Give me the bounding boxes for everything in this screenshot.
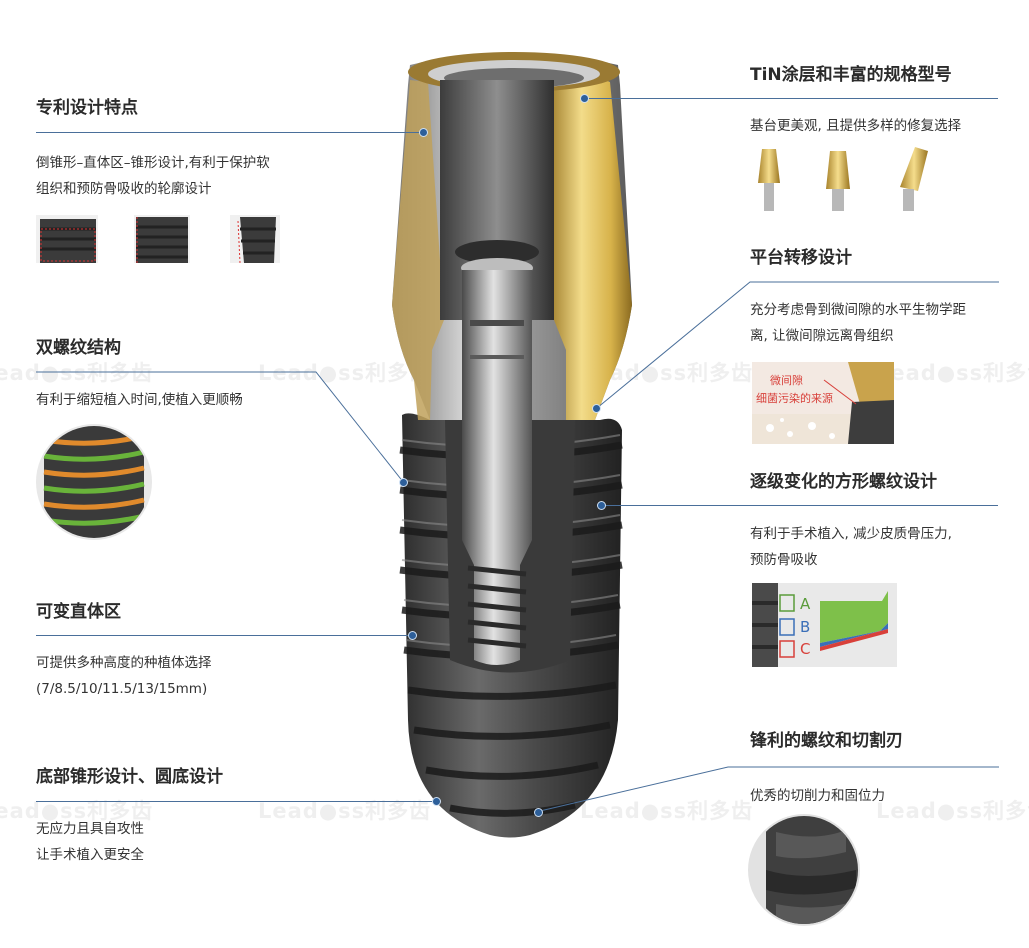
thread-label-a: A [800, 595, 811, 613]
section-text: 有利于手术植入, 减少皮质骨压力, 预防骨吸收 [750, 521, 952, 573]
leader-line [36, 132, 426, 133]
section-text-line: 充分考虑骨到微间隙的水平生物学距 [750, 302, 966, 318]
section-text-line: 有利于缩短植入时间,使植入更顺畅 [36, 392, 243, 408]
abutment-options-thumbnail [758, 147, 928, 211]
profile-thumbnail-3 [230, 215, 280, 263]
watermark: Lead●ss利多齿 [258, 799, 432, 823]
thread-label-b: B [800, 618, 811, 636]
leader-line [36, 801, 436, 802]
section-text-line: 有利于手术植入, 减少皮质骨压力, [750, 526, 952, 542]
leader-dot [419, 128, 428, 137]
watermark: Lead●ss利多齿 [876, 361, 1029, 385]
section-text-line: 组织和预防骨吸收的轮廓设计 [36, 181, 212, 197]
section-text-line: (7/8.5/10/11.5/13/15mm) [36, 681, 208, 697]
leader-line [36, 635, 412, 636]
section-text-line: 优秀的切削力和固位力 [750, 788, 885, 804]
leader-dot [580, 94, 589, 103]
leader-dot [534, 808, 543, 817]
section-text: 无应力且具自攻性 让手术植入更安全 [36, 816, 144, 868]
leader-line [596, 281, 999, 409]
watermark: Lead●ss利多齿 [0, 361, 154, 385]
watermark: Lead●ss利多齿 [876, 799, 1029, 823]
section-text-line: 预防骨吸收 [750, 552, 818, 568]
section-text: 基台更美观, 且提供多样的修复选择 [750, 113, 961, 139]
leader-line [604, 505, 998, 506]
leader-dot [592, 404, 601, 413]
section-title-double-thread: 双螺纹结构 [36, 338, 121, 358]
section-text-line: 可提供多种高度的种植体选择 [36, 655, 212, 671]
section-text: 倒锥形–直体区–锥形设计,有利于保护软 组织和预防骨吸收的轮廓设计 [36, 150, 270, 202]
double-thread-thumbnail [36, 424, 152, 540]
leader-dot [399, 478, 408, 487]
microgap-drawing [752, 362, 894, 444]
section-title-variable-body: 可变直体区 [36, 602, 121, 622]
section-text-line: 离, 让微间隙远离骨组织 [750, 328, 894, 344]
thread-label-c: C [800, 640, 811, 658]
microgap-thumbnail: 微间隙 细菌污染的来源 [752, 362, 894, 444]
section-title-square-thread: 逐级变化的方形螺纹设计 [750, 472, 937, 492]
section-title-tapered-bottom: 底部锥形设计、圆底设计 [36, 767, 223, 787]
leader-line [585, 98, 998, 99]
microgap-label: 微间隙 [770, 374, 803, 387]
profile-thumbnail-1 [36, 215, 98, 263]
microgap-sublabel: 细菌污染的来源 [756, 392, 833, 405]
section-text: 有利于缩短植入时间,使植入更顺畅 [36, 387, 243, 413]
watermark: Lead●ss利多齿 [580, 799, 754, 823]
section-title-platform-switch: 平台转移设计 [750, 248, 852, 268]
leader-dot [597, 501, 606, 510]
section-text-line: 让手术植入更安全 [36, 847, 144, 863]
section-title-cutting-edge: 锋利的螺纹和切割刃 [750, 731, 903, 751]
square-thread-drawing [752, 583, 888, 667]
section-text-line: 基台更美观, 且提供多样的修复选择 [750, 118, 962, 134]
profile-thumbnail-2 [134, 215, 190, 263]
leader-dot [408, 631, 417, 640]
cutting-edge-thumbnail [748, 814, 860, 926]
watermark: Lead●ss利多齿 [0, 799, 154, 823]
leader-dot [432, 797, 441, 806]
leader-line [539, 766, 999, 812]
section-text: 充分考虑骨到微间隙的水平生物学距 离, 让微间隙远离骨组织 [750, 297, 966, 349]
section-text: 可提供多种高度的种植体选择 (7/8.5/10/11.5/13/15mm) [36, 650, 212, 702]
implant-illustration [392, 52, 632, 838]
watermark: Lead●ss利多齿 [258, 361, 432, 385]
section-title-patent-design: 专利设计特点 [36, 98, 138, 118]
section-title-tin-coating: TiN涂层和丰富的规格型号 [750, 65, 952, 85]
section-text-line: 无应力且具自攻性 [36, 821, 144, 837]
section-text-line: 倒锥形–直体区–锥形设计,有利于保护软 [36, 155, 270, 171]
leader-line [36, 371, 405, 484]
section-text: 优秀的切削力和固位力 [750, 783, 885, 809]
square-thread-thumbnail: A B C [752, 583, 897, 667]
